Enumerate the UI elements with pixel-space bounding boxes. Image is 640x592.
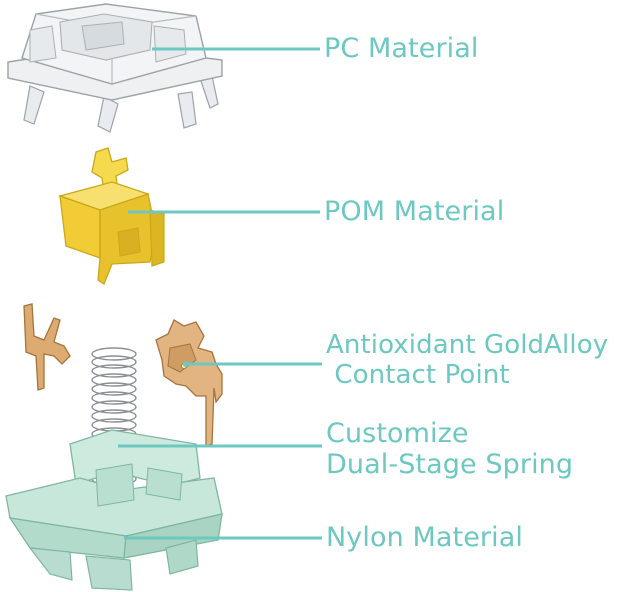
label-pc-material: PC Material: [324, 33, 479, 64]
label-nylon-material: Nylon Material: [326, 522, 523, 553]
contact-point-dot: [183, 361, 189, 367]
leader-lines: [118, 47, 322, 540]
label-contact-point-line-1: Antioxidant GoldAlloy: [326, 330, 609, 360]
label-spring-line-1: Customize: [326, 418, 469, 449]
label-contact-point-line-2: Contact Point: [326, 360, 510, 390]
label-spring-line-2: Dual-Stage Spring: [326, 449, 574, 480]
label-pom-material: POM Material: [324, 196, 505, 227]
top-housing-icon: [7, 3, 223, 133]
stem-icon: [57, 147, 165, 285]
bottom-housing-icon: [5, 429, 223, 591]
